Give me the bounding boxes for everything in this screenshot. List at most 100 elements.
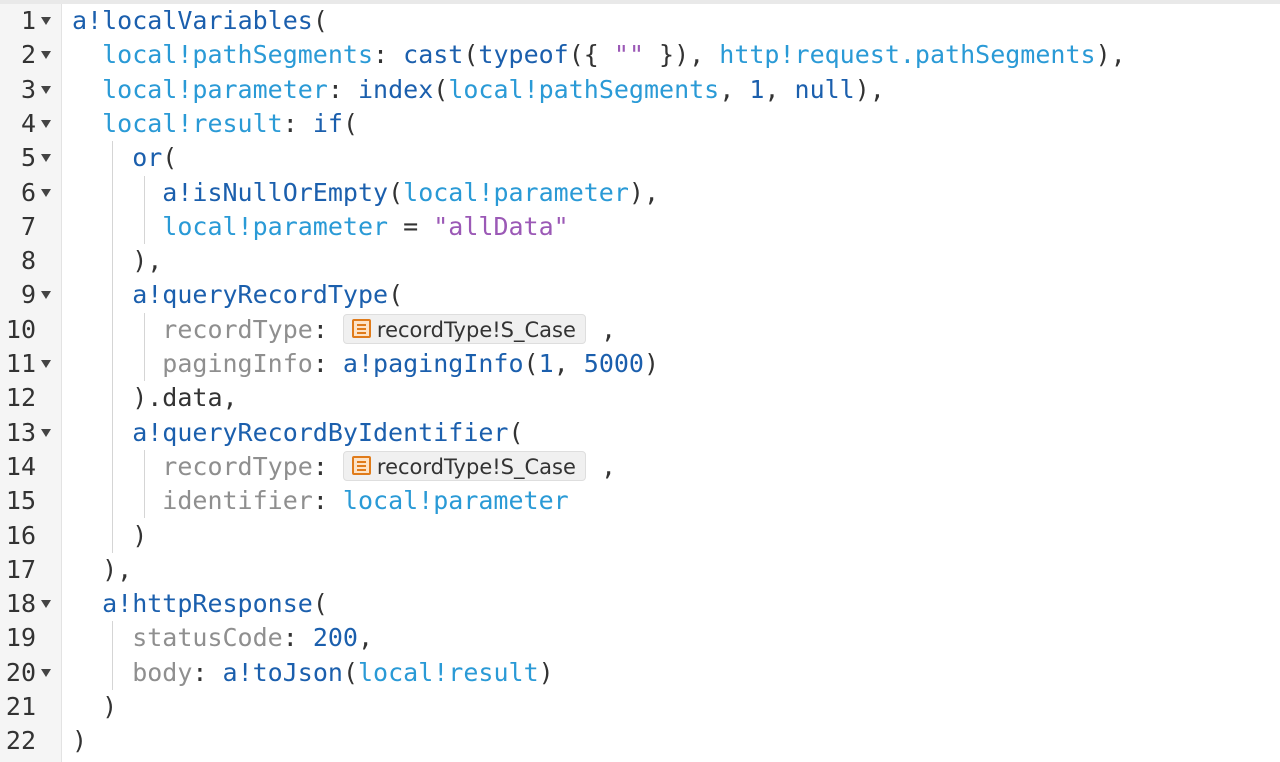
punctuation: , — [553, 349, 584, 378]
record-type-chip[interactable]: recordType!S_Case — [342, 313, 586, 344]
parameter-key: recordType — [162, 314, 313, 344]
fold-arrow-icon[interactable] — [41, 119, 51, 128]
punctuation: : — [192, 657, 223, 687]
variable-name: local!result — [358, 657, 539, 687]
function-name: a!isNullOrEmpty — [162, 177, 389, 207]
record-type-icon — [351, 456, 371, 476]
fold-arrow-icon[interactable] — [41, 188, 51, 197]
fold-arrow-icon[interactable] — [41, 17, 51, 25]
punctuation: ( — [342, 657, 358, 687]
punctuation: ( — [388, 177, 404, 207]
punctuation: : — [312, 314, 343, 344]
line-number: 22 — [5, 726, 36, 756]
punctuation: }), — [644, 40, 720, 70]
code-line[interactable]: body: a!toJson(local!result) — [132, 656, 554, 690]
code-line[interactable]: statusCode: 200, — [132, 621, 373, 655]
line-number: 10 — [5, 314, 36, 344]
punctuation: ( — [508, 417, 524, 447]
punctuation: , — [719, 74, 750, 104]
string-literal: "" — [613, 40, 644, 70]
indent-guide — [112, 141, 113, 553]
code-line[interactable]: a!localVariables( — [72, 4, 328, 38]
number-literal: 5000 — [583, 349, 644, 378]
gutter-row: 13 — [0, 416, 62, 450]
record-type-chip[interactable]: recordType!S_Case — [342, 450, 586, 481]
fold-arrow-icon[interactable] — [41, 51, 51, 60]
code-line[interactable]: a!isNullOrEmpty(local!parameter), — [162, 176, 659, 210]
line-number: 12 — [5, 383, 36, 413]
indent-guide — [112, 621, 113, 690]
code-line[interactable]: local!pathSegments: cast(typeof({ "" }),… — [102, 38, 1126, 72]
line-number: 15 — [5, 486, 36, 516]
punctuation: ( — [162, 143, 178, 173]
punctuation: , — [357, 623, 374, 653]
punctuation: ) — [644, 349, 660, 378]
gutter-row: 17 — [0, 553, 62, 587]
punctuation: : — [282, 623, 313, 653]
fold-arrow-icon[interactable] — [41, 600, 51, 609]
gutter-row: 14 — [0, 450, 62, 484]
gutter-row: 18 — [0, 587, 62, 621]
line-number: 5 — [20, 143, 36, 173]
code-line[interactable]: a!httpResponse( — [102, 587, 328, 621]
fold-arrow-icon[interactable] — [41, 668, 51, 677]
function-name: typeof — [478, 40, 569, 70]
parameter-key: identifier — [162, 486, 313, 516]
code-line[interactable]: local!result: if( — [102, 107, 358, 141]
fold-arrow-icon[interactable] — [41, 360, 51, 368]
punctuation: , — [585, 451, 616, 481]
punctuation: : — [312, 486, 343, 516]
code-line[interactable]: identifier: local!parameter — [162, 484, 568, 518]
gutter-row: 20 — [0, 656, 62, 690]
punctuation: ( — [463, 40, 479, 70]
string-literal: "allData" — [433, 211, 569, 241]
variable-name: local!parameter — [102, 74, 328, 104]
variable-name: local!parameter — [162, 211, 389, 241]
code-line[interactable]: local!parameter = "allData" — [162, 210, 568, 244]
code-line[interactable]: ), — [102, 553, 132, 587]
gutter-row: 1 — [0, 4, 62, 38]
editor-top-border — [0, 0, 1280, 4]
code-line[interactable]: pagingInfo: a!pagingInfo(1, 5000) — [162, 347, 659, 381]
code-line[interactable]: or( — [132, 141, 177, 175]
punctuation: : — [327, 74, 358, 104]
punctuation: ( — [523, 349, 539, 378]
function-name: index — [357, 74, 434, 104]
code-line[interactable]: recordType: recordType!S_Case , — [162, 313, 616, 347]
line-number: 7 — [20, 211, 36, 241]
fold-arrow-icon[interactable] — [41, 428, 51, 437]
fold-arrow-icon[interactable] — [41, 291, 51, 300]
gutter-row: 2 — [0, 38, 62, 72]
code-line[interactable]: recordType: recordType!S_Case , — [162, 450, 616, 484]
fold-arrow-icon[interactable] — [41, 85, 51, 94]
variable-name: local!pathSegments — [448, 74, 720, 104]
gutter-row: 15 — [0, 484, 62, 518]
line-number: 20 — [5, 657, 36, 687]
punctuation: ), — [628, 177, 660, 207]
code-area[interactable]: a!localVariables(local!pathSegments: cas… — [72, 4, 1272, 762]
code-line[interactable]: ), — [132, 244, 162, 278]
variable-name: local!result — [102, 108, 283, 138]
number-literal: 200 — [312, 623, 358, 653]
code-line[interactable]: a!queryRecordType( — [132, 278, 403, 312]
code-line[interactable]: local!parameter: index(local!pathSegment… — [102, 73, 885, 107]
record-type-chip-label: recordType!S_Case — [376, 454, 576, 479]
function-name: a!queryRecordType — [132, 280, 389, 310]
punctuation: ) — [102, 692, 118, 721]
code-line[interactable]: a!queryRecordByIdentifier( — [132, 416, 523, 450]
punctuation: = — [388, 211, 434, 241]
gutter-row: 16 — [0, 519, 62, 553]
line-number: 21 — [5, 692, 36, 721]
function-name: cast — [403, 40, 464, 70]
code-line[interactable]: ) — [72, 724, 87, 758]
gutter-row: 8 — [0, 244, 62, 278]
code-line[interactable]: ).data, — [132, 381, 237, 415]
punctuation: : — [373, 40, 404, 70]
punctuation: : — [312, 451, 343, 481]
punctuation: ) — [538, 657, 554, 687]
code-line[interactable]: ) — [102, 690, 117, 724]
indent-guide — [144, 175, 145, 245]
code-line[interactable]: ) — [132, 519, 147, 553]
fold-arrow-icon[interactable] — [41, 154, 51, 163]
